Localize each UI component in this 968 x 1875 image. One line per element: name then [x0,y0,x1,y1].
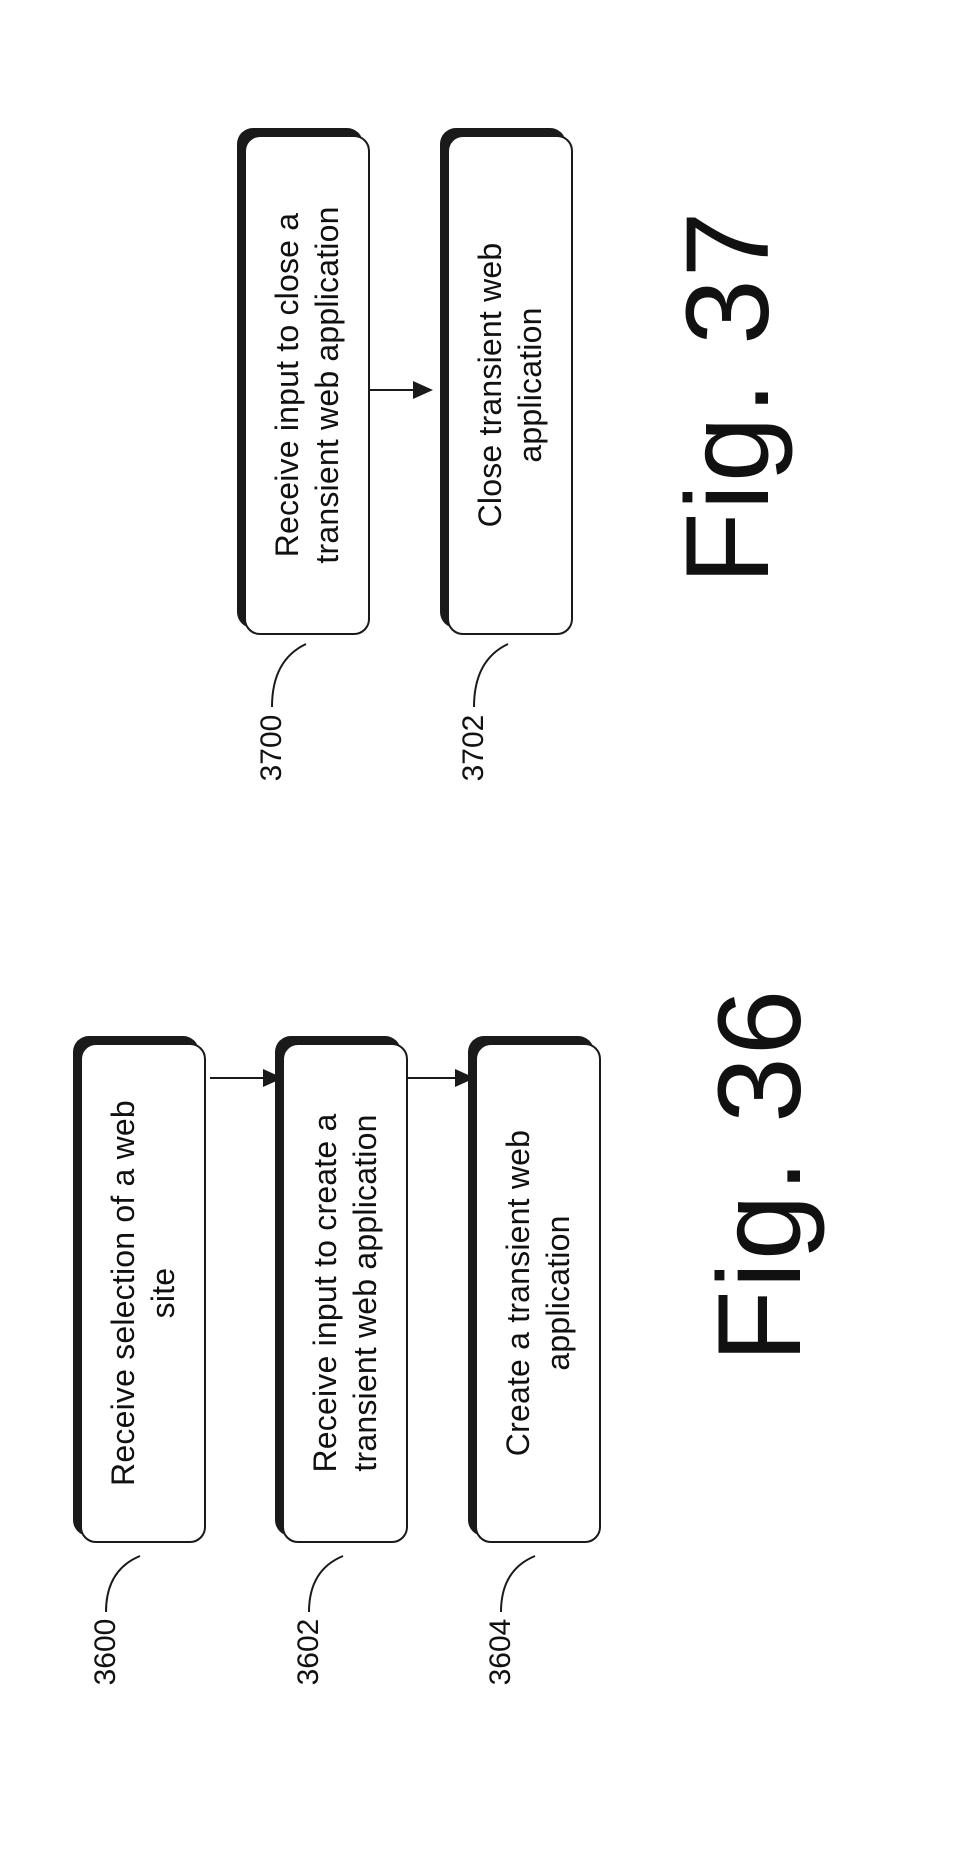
process-box-3602-text: Receive input to create a transient web … [305,1114,385,1473]
process-box-3702: Close transient web application [447,135,573,635]
process-box-3600: Receive selection of a web site [80,1043,206,1543]
process-box-3700-text: Receive input to close a transient web a… [267,206,347,563]
leader-3702 [474,644,508,707]
arrowhead-3604 [455,1069,475,1087]
ref-numeral-3702: 3702 [457,715,491,782]
ref-numeral-3700: 3700 [255,715,289,782]
arrowhead-3602 [263,1069,283,1087]
process-box-3600-text: Receive selection of a web site [103,1075,183,1511]
leader-3602 [309,1556,343,1612]
ref-numeral-3602: 3602 [292,1619,326,1686]
leader-3600 [106,1556,140,1612]
process-box-3602: Receive input to create a transient web … [282,1043,408,1543]
process-box-3604-text: Create a transient web application [498,1130,578,1456]
ref-numeral-3604: 3604 [484,1619,518,1686]
process-box-3702-text: Close transient web application [470,167,550,603]
leader-3604 [501,1556,535,1612]
leader-3700 [272,644,306,707]
figure-title-37: Fig. 37 [668,210,788,585]
process-box-3700: Receive input to close a transient web a… [244,135,370,635]
process-box-3604: Create a transient web application [475,1043,601,1543]
arrowhead-3702 [413,381,433,399]
ref-numeral-3600: 3600 [89,1619,123,1686]
figure-title-36: Fig. 36 [700,988,820,1363]
